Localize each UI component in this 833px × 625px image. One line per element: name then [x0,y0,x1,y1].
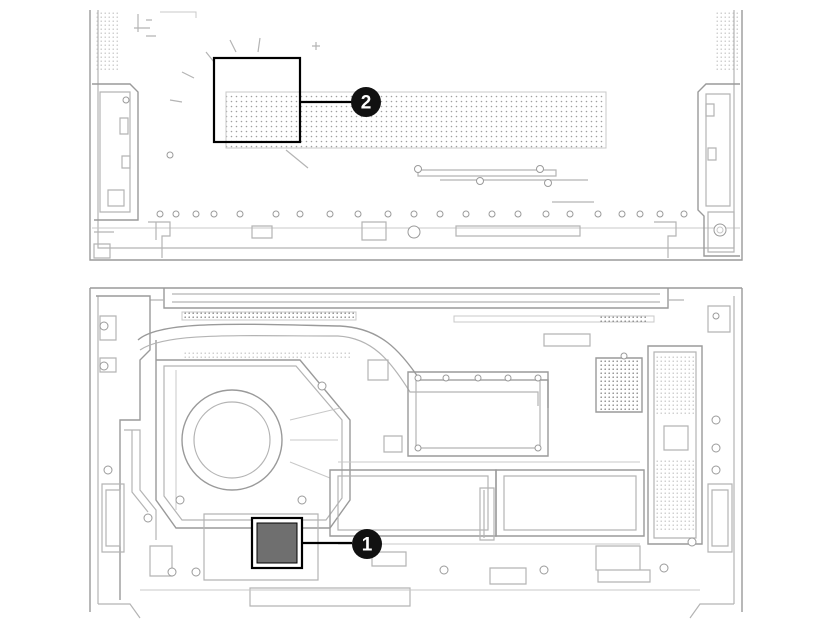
bottom-cover-view [89,10,743,261]
system-board-view [89,287,743,619]
callout-1-label: 1 [362,535,373,556]
callout-2-label: 2 [361,93,372,114]
callout-2-group: 2 [212,56,381,144]
callout-2-marker [351,87,381,117]
callout-1-group: 1 [250,516,382,570]
thermal-pad [256,522,298,564]
callout-1-marker [352,529,382,559]
screw-row [156,210,688,218]
vent-highlight-box [212,56,302,144]
